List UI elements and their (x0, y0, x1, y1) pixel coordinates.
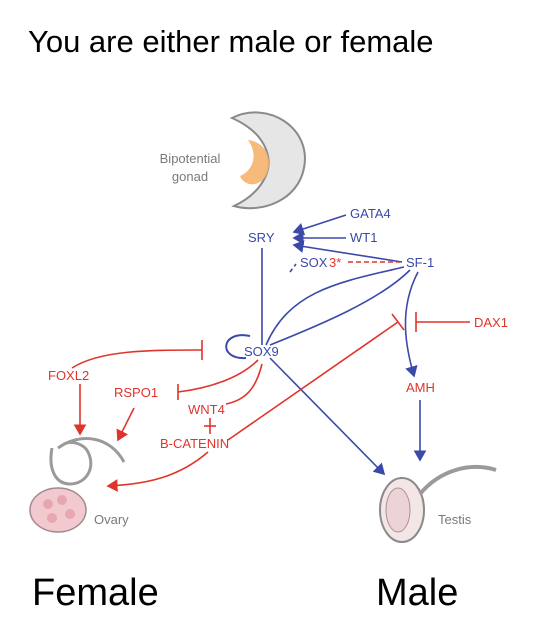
node-amh: AMH (406, 380, 435, 395)
sex-determination-diagram: Bipotential gonad (29, 111, 508, 543)
node-wnt4: WNT4 (188, 402, 225, 417)
node-sox3-part2: 3* (329, 255, 341, 270)
node-foxl2: FOXL2 (48, 368, 89, 383)
testis-label: Testis (438, 512, 472, 527)
bipotential-label-line2: gonad (172, 169, 208, 184)
red-pathways (71, 312, 470, 492)
sox3-sry-dash (289, 263, 297, 273)
ovary-icon (29, 437, 126, 533)
node-sry: SRY (248, 230, 275, 245)
female-label: Female (32, 572, 159, 614)
blue-pathways (225, 214, 427, 476)
node-bcatenin: B-CATENIN (160, 436, 229, 451)
node-dax1: DAX1 (474, 315, 508, 330)
node-gata4: GATA4 (350, 206, 391, 221)
node-sox3-part1: SOX (300, 255, 328, 270)
node-wt1: WT1 (350, 230, 377, 245)
male-label: Male (376, 572, 459, 614)
node-rspo1: RSPO1 (114, 385, 158, 400)
testis-icon (379, 465, 497, 543)
node-sf1: SF-1 (406, 255, 434, 270)
node-sox9: SOX9 (244, 344, 279, 359)
bipotential-gonad-icon (229, 111, 306, 210)
meme-title: You are either male or female (28, 24, 434, 59)
bipotential-label-line1: Bipotential (160, 151, 221, 166)
ovary-label: Ovary (94, 512, 129, 527)
